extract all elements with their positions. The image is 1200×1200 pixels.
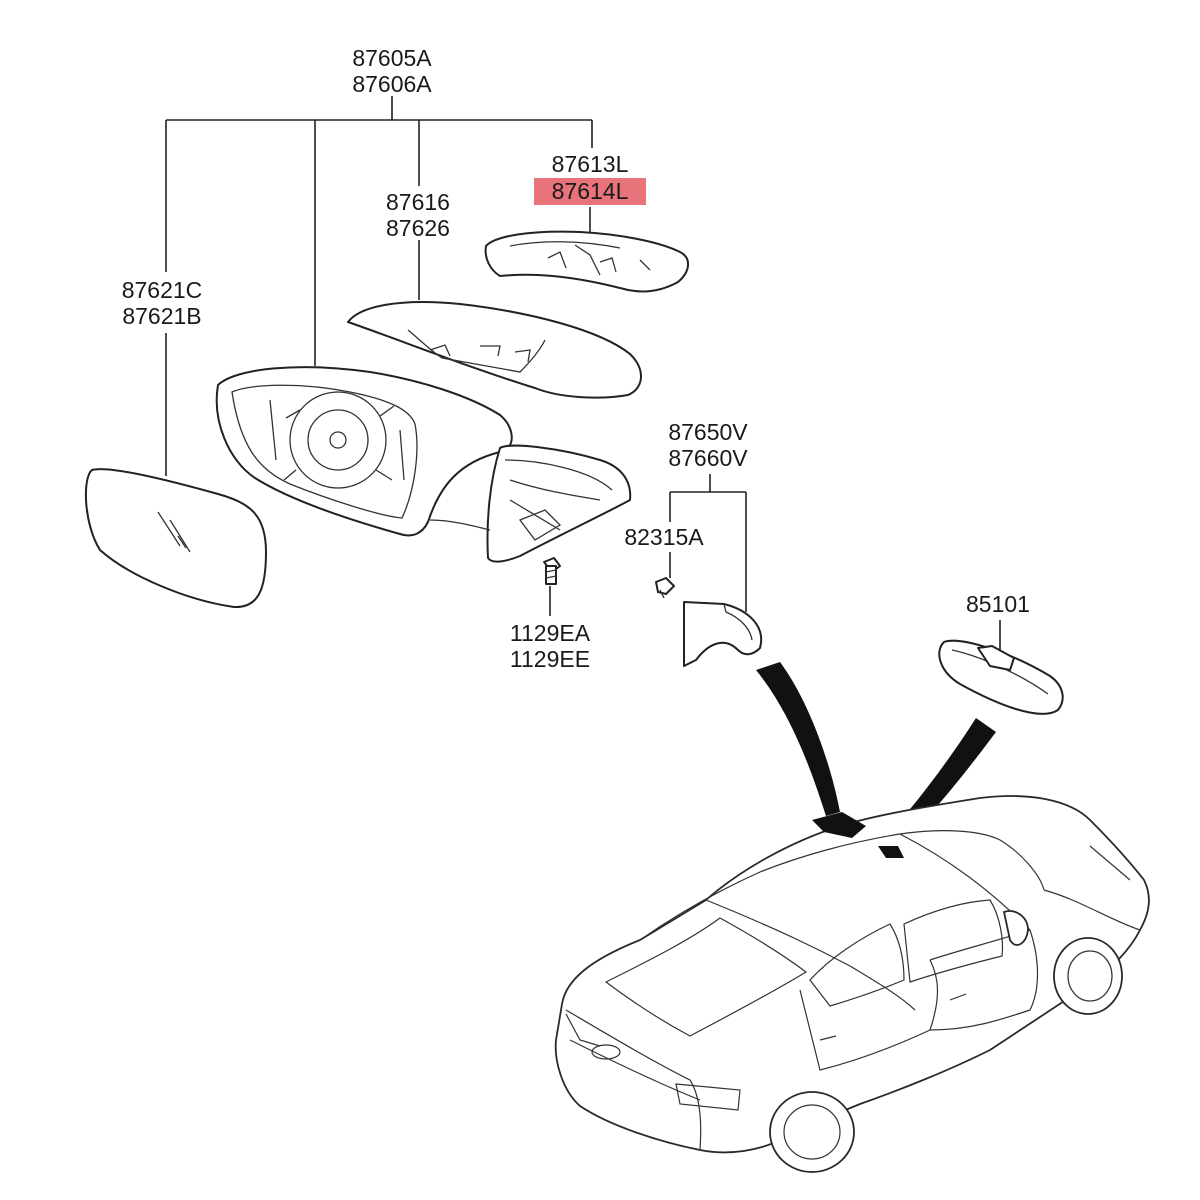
- assembly-leader-lines: [165, 96, 593, 476]
- clip: [655, 577, 675, 599]
- garnish-leader-lines: [549, 474, 1001, 650]
- label-cover-left: 87613L: [552, 151, 629, 177]
- label-garnish-b: 87660V: [668, 445, 748, 471]
- highlight-box: [534, 178, 646, 205]
- mirror-housing: [215, 366, 632, 563]
- label-mirror-assy-right: 87606A: [352, 71, 432, 97]
- inner-garnish: [683, 601, 763, 667]
- label-garnish-a: 87650V: [668, 419, 748, 445]
- screw: [543, 557, 561, 585]
- mirror-scalp: [347, 301, 642, 399]
- label-mirror-assy-left: 87605A: [352, 45, 432, 71]
- label-clip: 82315A: [624, 524, 704, 550]
- car-illustration: [554, 795, 1150, 1173]
- label-cover-highlighted: 87614L: [552, 178, 629, 204]
- label-glass-b: 87621B: [122, 303, 201, 329]
- label-glass-c: 87621C: [122, 277, 203, 303]
- label-scalp-a: 87616: [386, 189, 450, 215]
- inside-mirror: [938, 639, 1064, 715]
- label-screw-a: 1129EA: [510, 620, 591, 646]
- label-screw-b: 1129EE: [510, 646, 590, 672]
- label-scalp-b: 87626: [386, 215, 450, 241]
- label-inside-mirror: 85101: [966, 591, 1030, 617]
- mirror-upper-cover: [484, 230, 689, 293]
- mirror-glass: [84, 468, 267, 609]
